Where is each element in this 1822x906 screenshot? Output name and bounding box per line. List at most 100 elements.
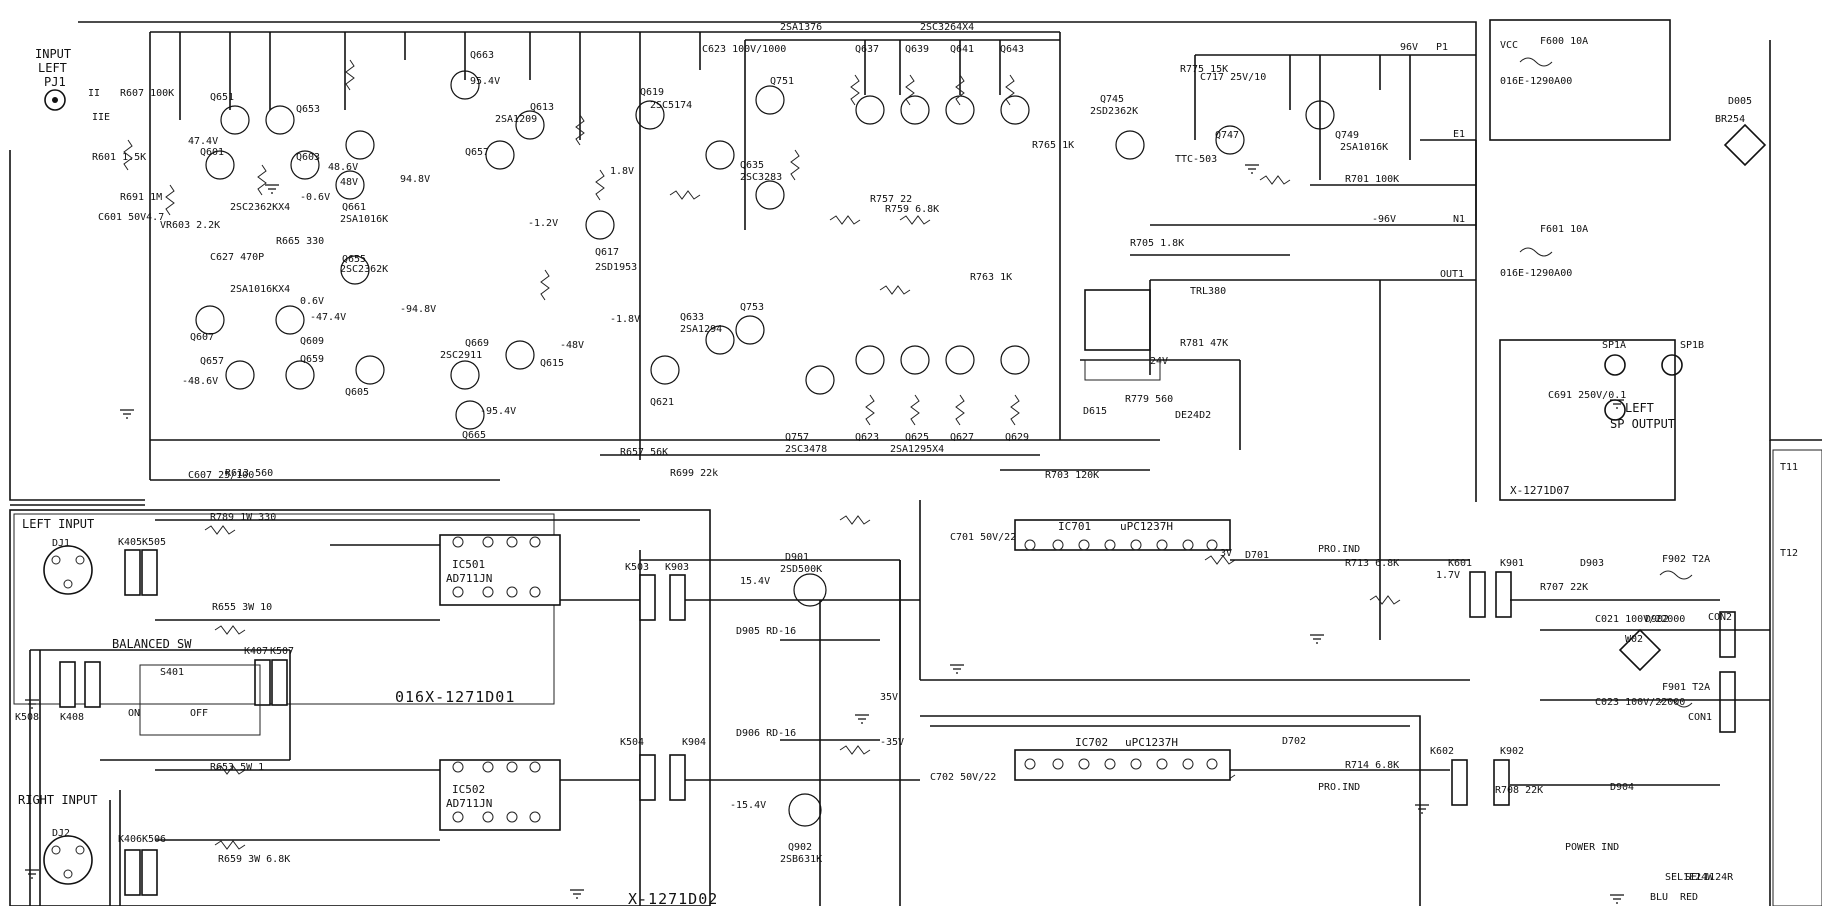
net-label: 35V [880,692,898,703]
capacitor-label: C021 100V/22000 [1595,614,1685,625]
part-number: 2SA1016K [1340,142,1388,153]
board-frames [9,19,1822,906]
voltage-labels: 96V P1 E1 N1 -96V OUT1 VCC 47.4V 48V -48… [88,40,1798,811]
transistor-symbols [195,70,1335,827]
transistor-label: Q657 [200,356,224,367]
net-label: 24V [1150,356,1168,367]
connector-label: K508 [15,712,39,723]
ic-labels: IC501 AD711JN IC502 AD711JN IC701 uPC123… [446,520,1178,810]
net-label: -47.4V [310,312,346,323]
net-label: -94.8V [400,304,436,315]
transistor-label: Q615 [540,358,564,369]
transistor-label: Q609 [300,336,324,347]
resistor-label: R763 1K [970,272,1012,283]
part-number: 2SC5174 [650,100,692,111]
transistor-label: Q753 [740,302,764,313]
resistor-label: R781 47K [1180,338,1228,349]
resistor-label: R713 6.8K [1345,558,1399,569]
connector-label: K407 [244,646,268,657]
ground-symbols [25,164,1624,904]
ic-ref: IC701 [1058,520,1091,533]
connector-label: K507 [270,646,294,657]
part-number: 2SC2362K [340,264,388,275]
net-label: 3V [1220,548,1232,559]
transistor-label: Q623 [855,432,879,443]
resistor-label: R613 560 [225,468,273,479]
transistor-label: Q625 [905,432,929,443]
part-number: 2SA1016K [340,214,388,225]
net-label: -95.4V [480,406,516,417]
resistor-label: R691 1M [120,192,162,203]
transistor-label: Q607 [190,332,214,343]
net-label: -15.4V [730,800,766,811]
part-number: DE24D2 [1175,410,1211,421]
transistor-label: Q639 [905,44,929,55]
net-label: 48.6V [328,162,358,173]
connector-label: CON2 [1708,612,1732,623]
net-label: E1 [1453,129,1465,140]
fuse-labels: F600 10A F601 10A F901 T2A F902 T2A 016E… [1500,36,1710,693]
fuse-part: 016E-1290A00 [1500,76,1572,87]
net-label: 96V [1400,42,1418,53]
part-number: 2SB631K [780,854,822,865]
net-label: -1.8V [610,314,640,325]
transistor-label: Q749 [1335,130,1359,141]
connector-label: K601 [1448,558,1472,569]
right-input-label: RIGHT INPUT [18,793,97,807]
part-number: 2SC3283 [740,172,782,183]
connector-label: K904 [682,737,706,748]
net-label: VCC [1500,40,1518,51]
block-labels: INPUT LEFT PJ1 LEFT INPUT RIGHT INPUT BA… [18,47,1675,906]
board-right-label: X-1271D07 [1510,484,1570,497]
transistor-label: Q661 [342,202,366,213]
transistor-label: Q633 [680,312,704,323]
capacitor-label: C623 100V/1000 [702,44,786,55]
indicator-label: BLU [1650,892,1668,903]
transistor-label: Q745 [1100,94,1124,105]
part-number-labels: 2SA1376 2SC3264X4 2SC2362KX4 2SA1016KX4 … [230,22,1745,883]
resistor-label: R779 560 [1125,394,1173,405]
board-main-label: 016X-1271D01 [395,688,515,706]
connector-label: K505 [142,537,166,548]
diode-labels: D005 D902 D701 D702 D615 D903 D904 D905 … [736,96,1752,793]
net-label: 1.8V [610,166,634,177]
indicator-labels: PRO.IND PRO.IND POWER IND BLU RED [1318,544,1698,903]
indicator-label: POWER IND [1565,842,1619,853]
net-label: IIE [92,112,110,123]
capacitor-label: C601 50V4.7 [98,212,164,223]
ic-ref: IC502 [452,783,485,796]
part-number: BR254 [1715,114,1745,125]
resistor-label: R705 1.8K [1130,238,1184,249]
balanced-sw-label: BALANCED SW [112,637,192,651]
net-label: 95.4V [470,76,500,87]
transistor-label: Q603 [296,152,320,163]
net-label: -48V [560,340,584,351]
transistor-label: Q621 [650,397,674,408]
transistor-label: Q902 [788,842,812,853]
part-number: 2SC3478 [785,444,827,455]
capacitor-label: C702 50V/22 [930,772,996,783]
connector-label: SP1B [1680,340,1704,351]
net-label: 47.4V [188,136,218,147]
net-label: II [88,88,100,99]
part-number: 2SA1209 [495,114,537,125]
resistor-label: R759 6.8K [885,204,939,215]
resistor-label: R659 3W 6.8K [218,854,290,865]
resistor-label: R708 22K [1495,785,1543,796]
resistor-label: R765 1K [1032,140,1074,151]
transistor-label: Q601 [200,147,224,158]
part-number: 2SC2911 [440,350,482,361]
input-left-label-3: PJ1 [44,75,66,89]
resistor-label: R699 22k [670,468,718,479]
connector-label: K504 [620,737,644,748]
part-number: 2SD2362K [1090,106,1138,117]
ic-boxes [439,519,1231,831]
diode-label: D902 [1645,614,1669,625]
input-left-label-1: INPUT [35,47,71,61]
net-label: 48V [340,177,358,188]
fuse-symbols [1519,57,1693,708]
ic-part: uPC1237H [1125,736,1178,749]
net-label: P1 [1436,42,1448,53]
ic-part: uPC1237H [1120,520,1173,533]
part-number: 2SC3264X4 [920,22,974,33]
